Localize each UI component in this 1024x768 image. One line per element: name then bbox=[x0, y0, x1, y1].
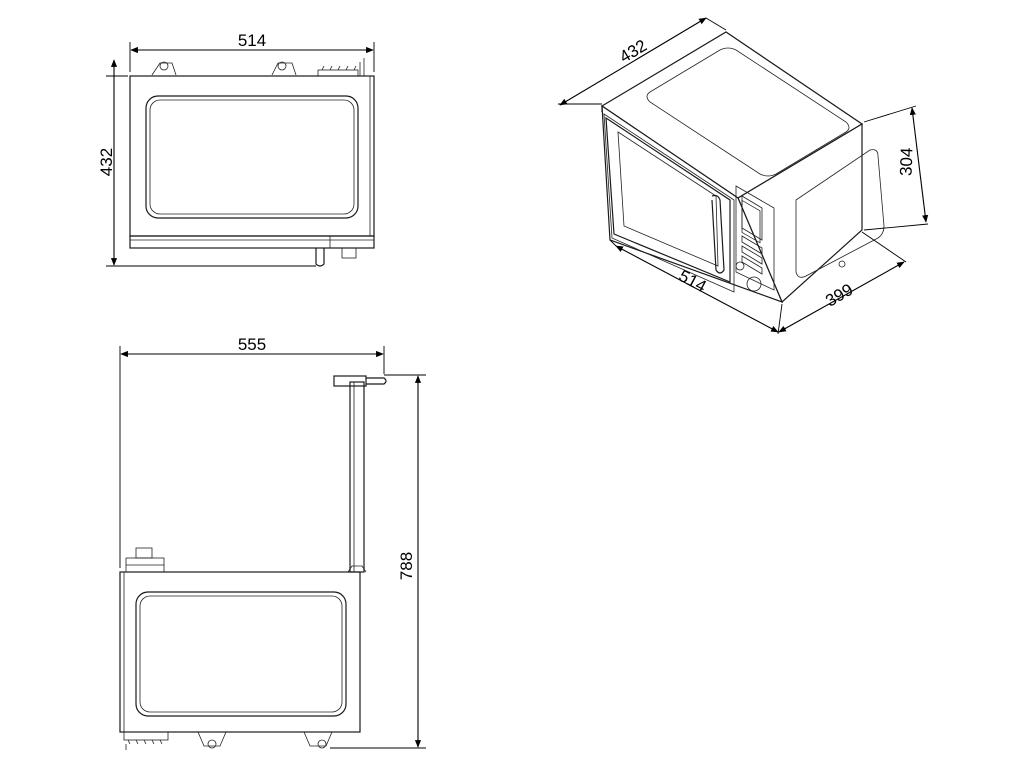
dim-label-iso-depth: 432 bbox=[616, 36, 650, 67]
side-view: 555 788 bbox=[119, 335, 426, 750]
dim-label-top-width: 514 bbox=[238, 31, 266, 50]
top-view: 514 432 bbox=[97, 31, 375, 267]
side-view-panel bbox=[135, 591, 347, 717]
isometric-view: 432 304 514 399 bbox=[558, 17, 929, 335]
side-view-handle bbox=[366, 377, 387, 385]
top-view-panel bbox=[145, 95, 359, 219]
dim-line-iso-width bbox=[615, 245, 779, 333]
dim-line-iso-side-depth bbox=[778, 261, 905, 333]
top-view-handle bbox=[315, 248, 325, 267]
side-view-top-knob bbox=[125, 547, 165, 573]
top-view-feet bbox=[151, 58, 365, 77]
dim-line-iso-depth bbox=[559, 17, 707, 106]
dim-line-iso-height bbox=[909, 107, 929, 223]
dim-label-side-depth: 555 bbox=[238, 335, 266, 354]
dim-label-top-depth: 432 bbox=[97, 148, 116, 176]
side-view-body bbox=[119, 571, 361, 733]
side-view-door bbox=[349, 381, 365, 573]
dim-label-side-height: 788 bbox=[397, 552, 416, 580]
side-view-feet bbox=[123, 731, 333, 750]
dim-label-iso-side-depth: 399 bbox=[822, 280, 856, 311]
dim-label-iso-height: 304 bbox=[897, 147, 917, 176]
